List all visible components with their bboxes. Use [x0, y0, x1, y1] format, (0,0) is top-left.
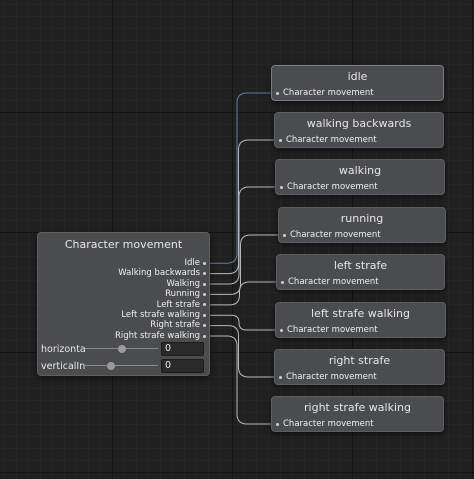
state-node-left-strafe[interactable]: left strafe Character movement: [276, 254, 445, 290]
node-title: walking backwards: [306, 117, 412, 130]
input-port[interactable]: Character movement: [280, 182, 378, 192]
vertical-value-field[interactable]: 0: [161, 359, 204, 373]
output-port-left-strafe-walking[interactable]: Left strafe walking: [115, 310, 206, 320]
port-dot-icon[interactable]: [203, 282, 206, 286]
input-port[interactable]: Character movement: [276, 88, 374, 98]
connection-wire-1: [204, 92, 278, 264]
state-node-right-strafe-walking[interactable]: right strafe walking Character movement: [271, 396, 444, 432]
state-node-running[interactable]: running Character movement: [278, 207, 446, 243]
port-dot-icon[interactable]: [279, 138, 282, 142]
output-ports: Idle Walking backwards Walking Running L…: [115, 258, 206, 341]
node-title: running: [340, 212, 384, 225]
param-label: horizontal: [41, 343, 85, 355]
output-port-right-strafe-walking[interactable]: Right strafe walking: [115, 331, 206, 341]
connection-wire-8: [204, 335, 278, 425]
horizontal-slider[interactable]: [85, 342, 158, 356]
node-title: idle: [347, 70, 368, 83]
node-title: walking: [338, 164, 382, 177]
state-node-left-strafe-walking[interactable]: left strafe walking Character movement: [275, 302, 446, 338]
port-dot-icon[interactable]: [283, 233, 286, 237]
input-port[interactable]: Character movement: [279, 135, 377, 145]
connection-wire-3: [204, 186, 282, 285]
connection-wire-5: [204, 281, 283, 306]
input-port[interactable]: Character movement: [283, 230, 381, 240]
connection-wire-7: [204, 325, 281, 378]
port-dot-icon[interactable]: [280, 328, 283, 332]
state-node-right-strafe[interactable]: right strafe Character movement: [274, 349, 445, 385]
output-port-walking[interactable]: Walking: [115, 279, 206, 289]
output-port-left-strafe[interactable]: Left strafe: [115, 300, 206, 310]
input-port[interactable]: Character movement: [276, 419, 374, 429]
param-label: verticalInput: [41, 360, 85, 372]
port-dot-icon[interactable]: [203, 292, 206, 296]
input-port[interactable]: Character movement: [280, 325, 378, 335]
port-dot-icon[interactable]: [203, 303, 206, 307]
node-title: right strafe: [328, 354, 391, 367]
vertical-slider[interactable]: [85, 359, 158, 373]
input-port[interactable]: Character movement: [279, 372, 377, 382]
connection-wire-4: [204, 234, 285, 295]
port-dot-icon[interactable]: [203, 313, 206, 317]
slider-thumb[interactable]: [117, 345, 126, 353]
port-dot-icon[interactable]: [279, 375, 282, 379]
node-title: left strafe walking: [311, 307, 410, 320]
port-dot-icon[interactable]: [203, 334, 206, 338]
port-dot-icon[interactable]: [281, 280, 284, 284]
output-port-idle[interactable]: Idle: [115, 258, 206, 268]
state-node-walking-backwards[interactable]: walking backwards Character movement: [274, 112, 444, 148]
port-dot-icon[interactable]: [203, 261, 206, 265]
param-vertical: verticalInput 0: [41, 359, 204, 373]
connection-wire-2: [204, 139, 281, 275]
state-node-idle[interactable]: idle Character movement: [271, 65, 444, 101]
port-dot-icon[interactable]: [276, 91, 279, 95]
state-node-walking[interactable]: walking Character movement: [275, 159, 445, 195]
node-title: left strafe: [333, 259, 388, 272]
port-dot-icon[interactable]: [276, 422, 279, 426]
output-port-walking-backwards[interactable]: Walking backwards: [115, 268, 206, 278]
port-dot-icon[interactable]: [280, 185, 283, 189]
character-movement-node[interactable]: Character movement Idle Walking backward…: [37, 232, 210, 376]
slider-thumb[interactable]: [106, 362, 115, 370]
output-port-running[interactable]: Running: [115, 289, 206, 299]
horizontal-value-field[interactable]: 0: [161, 342, 204, 356]
node-title: Character movement: [64, 238, 183, 251]
connection-wire-6: [204, 314, 282, 331]
input-port[interactable]: Character movement: [281, 277, 379, 287]
param-horizontal: horizontal 0: [41, 342, 204, 356]
output-port-right-strafe[interactable]: Right strafe: [115, 320, 206, 330]
node-title: right strafe walking: [304, 401, 411, 414]
port-dot-icon[interactable]: [203, 324, 206, 328]
port-dot-icon[interactable]: [203, 272, 206, 276]
